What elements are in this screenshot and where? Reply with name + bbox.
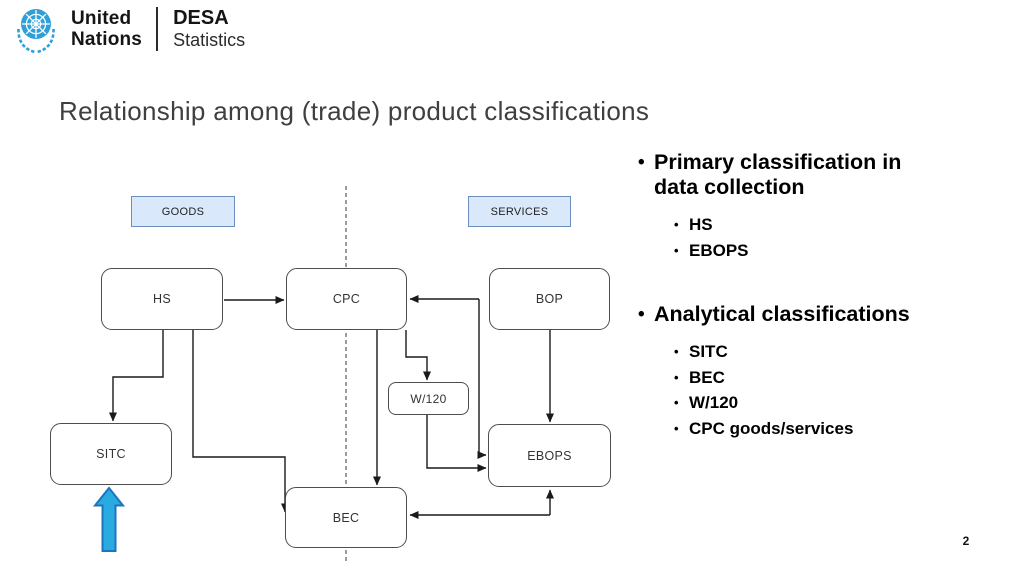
org-name-line2: Nations (71, 29, 143, 50)
node-bec: BEC (285, 487, 407, 548)
arrow-hs-to-bec (192, 330, 289, 513)
dept-name: DESA (173, 7, 229, 29)
bullet-icon: • (674, 369, 679, 385)
bullet-icon: • (674, 242, 679, 258)
bullet-subitem: • EBOPS (674, 238, 946, 264)
bullet-icon: • (674, 420, 679, 436)
bullet-subitem: • HS (674, 212, 946, 238)
un-desa-logo: United Nations DESA Statistics (12, 4, 245, 54)
bullet-block-primary: • Primary classification in data collect… (638, 150, 946, 263)
node-w120: W/120 (388, 382, 469, 415)
bullet-subitem-text: HS (689, 215, 713, 234)
bullet-subitem-text: BEC (689, 367, 725, 387)
bullet-subitem-text: W/120 (689, 393, 739, 412)
arrow-hs-to-sitc (109, 330, 164, 422)
org-name: United Nations (71, 8, 142, 50)
bullet-heading: • Analytical classifications (638, 302, 946, 327)
node-bop: BOP (489, 268, 610, 330)
logo-separator (156, 7, 159, 51)
bullet-subitem: • W/120 (674, 390, 946, 416)
bullet-icon: • (638, 304, 645, 325)
bullet-heading-text: Primary classification in data collectio… (654, 150, 902, 199)
bullet-subitem: • CPC goods/services (674, 416, 946, 442)
bullet-heading: • Primary classification in data collect… (638, 150, 946, 200)
node-hs: HS (101, 268, 223, 330)
dept-subtitle: Statistics (173, 30, 246, 50)
bullet-subitem: • BEC (674, 365, 946, 391)
blue-up-arrow-icon (92, 486, 126, 552)
un-emblem-icon (17, 9, 55, 54)
node-cpc: CPC (286, 268, 407, 330)
page-number: 2 (962, 534, 970, 548)
slide-title: Relationship among (trade) product class… (59, 96, 650, 126)
org-name-line1: United (71, 8, 132, 29)
bullet-list: • Primary classification in data collect… (638, 150, 946, 441)
bullet-subitems: • SITC • BEC • W/120 • CPC goods/service… (674, 339, 946, 441)
bullet-gap (638, 263, 946, 302)
bullet-subitem: • SITC (674, 339, 946, 365)
bullet-icon: • (674, 395, 679, 410)
bullet-block-analytical: • Analytical classifications • SITC • BE… (638, 302, 946, 441)
arrow-into-ebops-upper (477, 299, 487, 459)
label-goods: GOODS (131, 196, 235, 227)
bullet-icon: • (674, 344, 679, 359)
arrow-w120-to-ebops (426, 415, 487, 472)
bullet-subitem-text: SITC (689, 342, 728, 361)
label-services: SERVICES (468, 196, 571, 227)
node-ebops: EBOPS (488, 424, 611, 487)
bullet-subitem-text: CPC goods/services (689, 418, 854, 438)
bullet-subitem-text: EBOPS (689, 240, 749, 260)
bullet-heading-text: Analytical classifications (654, 302, 910, 326)
bullet-subitems: • HS • EBOPS (674, 212, 946, 263)
arrow-cpc-to-w120 (405, 330, 431, 381)
bullet-icon: • (638, 152, 645, 173)
dept-block: DESA Statistics (173, 7, 245, 51)
bullet-icon: • (674, 217, 679, 232)
node-sitc: SITC (50, 423, 172, 485)
